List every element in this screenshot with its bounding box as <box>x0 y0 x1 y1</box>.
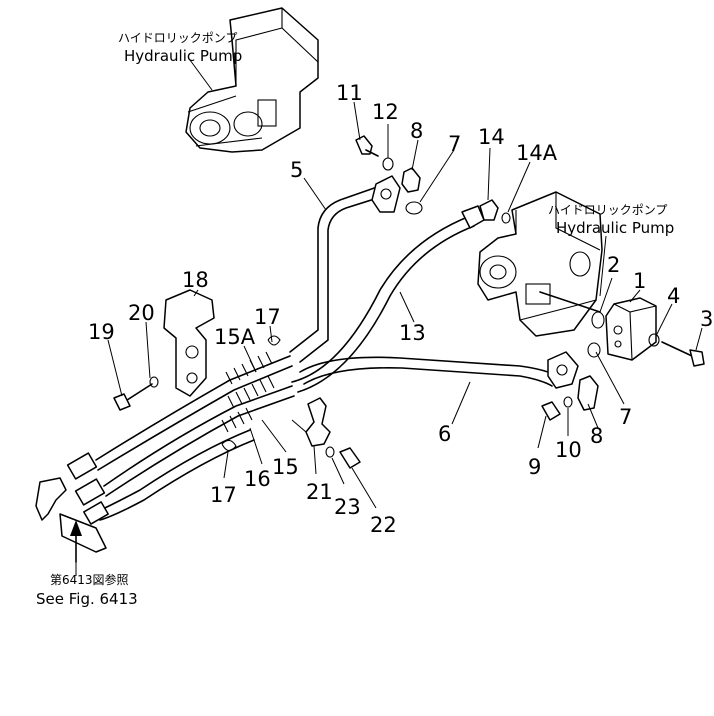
hardware <box>75 135 705 563</box>
part-number-3: 3 <box>700 307 713 331</box>
part-number-21: 21 <box>306 480 333 504</box>
part-number-15: 15 <box>272 455 299 479</box>
clamp-18 <box>163 289 215 397</box>
part-number-7-top: 7 <box>448 132 461 156</box>
hose-bundle <box>35 351 295 553</box>
hose-13 <box>291 205 485 393</box>
part-number-10: 10 <box>555 438 582 462</box>
part-number-5: 5 <box>290 158 303 182</box>
part-number-8-top: 8 <box>410 119 423 143</box>
hydraulic-pump-top <box>185 7 319 153</box>
part-number-15a: 15A <box>214 325 256 349</box>
see-fig-arrow <box>70 520 82 536</box>
part-number-20: 20 <box>128 301 155 325</box>
see-fig-label-jp: 第6413図参照 <box>50 572 129 587</box>
part-number-23: 23 <box>334 495 361 519</box>
pump-right-label-jp: ハイドロリックポンプ <box>548 203 667 217</box>
part-number-16: 16 <box>244 467 271 491</box>
block-1 <box>605 297 657 361</box>
part-number-12: 12 <box>372 100 399 124</box>
hose-6 <box>299 351 579 389</box>
part-number-11: 11 <box>336 81 363 105</box>
part-number-14: 14 <box>478 125 505 149</box>
part-number-9: 9 <box>528 455 541 479</box>
clip-21 <box>305 397 331 447</box>
pump-top-label-en: Hydraulic Pump <box>124 47 242 65</box>
part-number-22: 22 <box>370 513 397 537</box>
hydraulic-pump-right <box>477 191 603 337</box>
part-number-13: 13 <box>399 321 426 345</box>
part-number-17-top: 17 <box>254 305 281 329</box>
tube-5 <box>289 175 401 363</box>
leader-lines <box>75 59 703 576</box>
part-number-1: 1 <box>633 269 646 293</box>
part-number-2: 2 <box>607 253 620 277</box>
part-number-6: 6 <box>438 422 451 446</box>
part-number-4: 4 <box>667 284 680 308</box>
part-number-14a: 14A <box>516 141 558 165</box>
part-number-19: 19 <box>88 320 115 344</box>
pump-right-label-en: Hydraulic Pump <box>556 219 674 237</box>
part-number-18: 18 <box>182 268 209 292</box>
see-fig-label-en: See Fig. 6413 <box>36 590 138 608</box>
part-number-8-right: 8 <box>590 424 603 448</box>
pump-top-label-jp: ハイドロリックポンプ <box>118 31 237 45</box>
part-number-17-bottom: 17 <box>210 483 237 507</box>
part-number-7-right: 7 <box>619 405 632 429</box>
